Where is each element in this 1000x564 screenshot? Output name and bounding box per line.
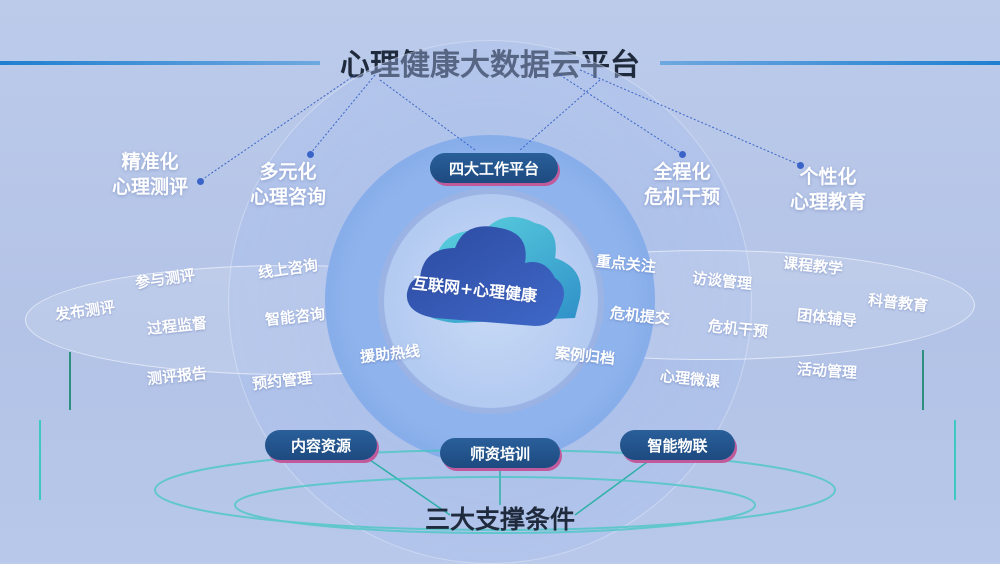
bottom-title: 三大支撑条件 <box>424 505 575 534</box>
pillar-line: 心理咨询 <box>249 186 326 208</box>
pillar-assessment: 精准化心理测评 <box>100 150 200 200</box>
support-pill-training: 师资培训 <box>440 438 560 468</box>
title-line-right <box>660 61 1000 65</box>
pillar-education: 个性化心理教育 <box>778 165 878 215</box>
connector-dot <box>307 151 314 158</box>
pillar-consult: 多元化心理咨询 <box>238 160 338 210</box>
pillar-line: 危机干预 <box>643 186 720 208</box>
pillar-line: 多元化 <box>259 161 317 183</box>
pillar-line: 全程化 <box>653 161 711 183</box>
connector-dot <box>679 151 686 158</box>
pillar-line: 精准化 <box>121 151 179 173</box>
support-pill-iot: 智能物联 <box>620 430 735 460</box>
connector-dot <box>197 178 204 185</box>
title-line-left <box>0 61 320 65</box>
item: 活动管理 <box>796 359 858 383</box>
connector-dot <box>797 162 804 169</box>
platform-pill: 四大工作平台 <box>430 153 558 183</box>
pillar-line: 心理测评 <box>111 176 188 198</box>
cloud-icon <box>406 216 581 326</box>
pillar-line: 心理教育 <box>789 191 866 213</box>
pillar-line: 个性化 <box>799 166 857 188</box>
pillar-crisis: 全程化危机干预 <box>632 160 732 210</box>
support-pill-content: 内容资源 <box>265 430 377 460</box>
